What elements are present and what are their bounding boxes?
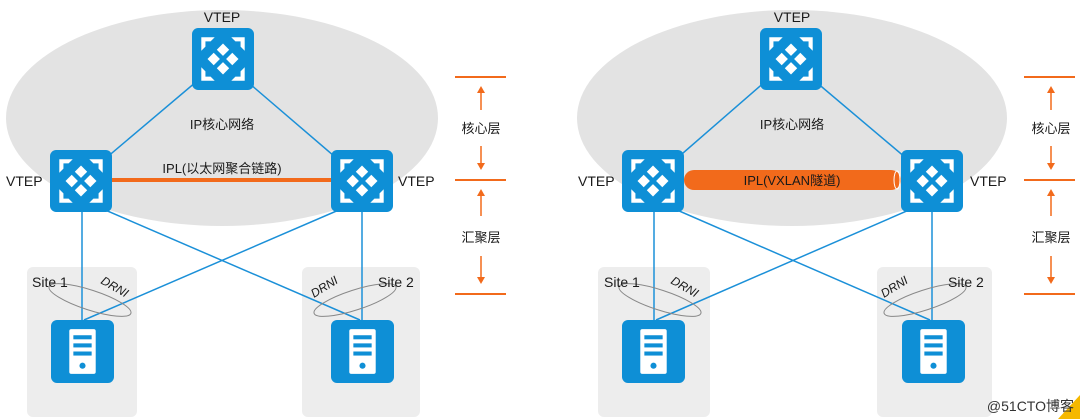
- vtep-top-label: VTEP: [204, 9, 241, 25]
- watermark-accent: [1058, 395, 1080, 419]
- arrow-down-icon: [477, 256, 485, 284]
- aggregation-layer-label: 汇聚层: [1031, 230, 1070, 245]
- ipl-label: IPL(以太网聚合链路): [162, 161, 281, 176]
- vtep-left-label: VTEP: [578, 173, 615, 189]
- switch-icon: [192, 28, 254, 90]
- panel-right: VTEP VTEP VTEP IP核心网络 IPL(VXLAN隧道) Site …: [577, 9, 1075, 417]
- arrow-up-icon: [1047, 189, 1055, 216]
- core-layer-label: 核心层: [461, 121, 500, 136]
- server-icon: [331, 320, 394, 383]
- site1-label: Site 1: [32, 274, 68, 290]
- ipl-label: IPL(VXLAN隧道): [744, 173, 841, 188]
- panel-left: VTEP VTEP VTEP IP核心网络 IPL(以太网聚合链路) Site …: [6, 9, 506, 417]
- vtep-right-label: VTEP: [398, 173, 435, 189]
- site1-label: Site 1: [604, 274, 640, 290]
- switch-icon: [50, 150, 112, 212]
- site2-label: Site 2: [948, 274, 984, 290]
- core-layer-label: 核心层: [1031, 121, 1070, 136]
- drni-ellipse: [313, 283, 397, 317]
- layer-indicator: 核心层 汇聚层: [455, 76, 506, 295]
- server-icon: [622, 320, 685, 383]
- aggregation-layer-label: 汇聚层: [461, 230, 500, 245]
- switch-icon: [901, 150, 963, 212]
- arrow-down-icon: [1047, 146, 1055, 170]
- arrow-up-icon: [477, 86, 485, 110]
- layer-indicator: 核心层 汇聚层: [1024, 76, 1075, 295]
- ipl-tunnel: [684, 170, 901, 190]
- core-network-label: IP核心网络: [760, 117, 824, 132]
- vtep-right-label: VTEP: [970, 173, 1007, 189]
- drni-ellipse: [618, 283, 702, 317]
- watermark: @51CTO博客: [986, 398, 1074, 414]
- site2-label: Site 2: [378, 274, 414, 290]
- arrow-down-icon: [1047, 256, 1055, 284]
- arrow-down-icon: [477, 146, 485, 170]
- drni-ellipse: [48, 283, 132, 317]
- server-icon: [51, 320, 114, 383]
- switch-icon: [622, 150, 684, 212]
- tunnel-end: [893, 170, 901, 190]
- server-icon: [902, 320, 965, 383]
- arrow-up-icon: [1047, 86, 1055, 110]
- vtep-left-label: VTEP: [6, 173, 43, 189]
- drni-ellipse: [883, 283, 967, 317]
- core-network-ellipse: [577, 10, 1007, 226]
- switch-icon: [760, 28, 822, 90]
- arrow-up-icon: [477, 189, 485, 216]
- vtep-top-label: VTEP: [774, 9, 811, 25]
- core-network-ellipse: [6, 10, 438, 226]
- core-network-label: IP核心网络: [190, 117, 254, 132]
- switch-icon: [331, 150, 393, 212]
